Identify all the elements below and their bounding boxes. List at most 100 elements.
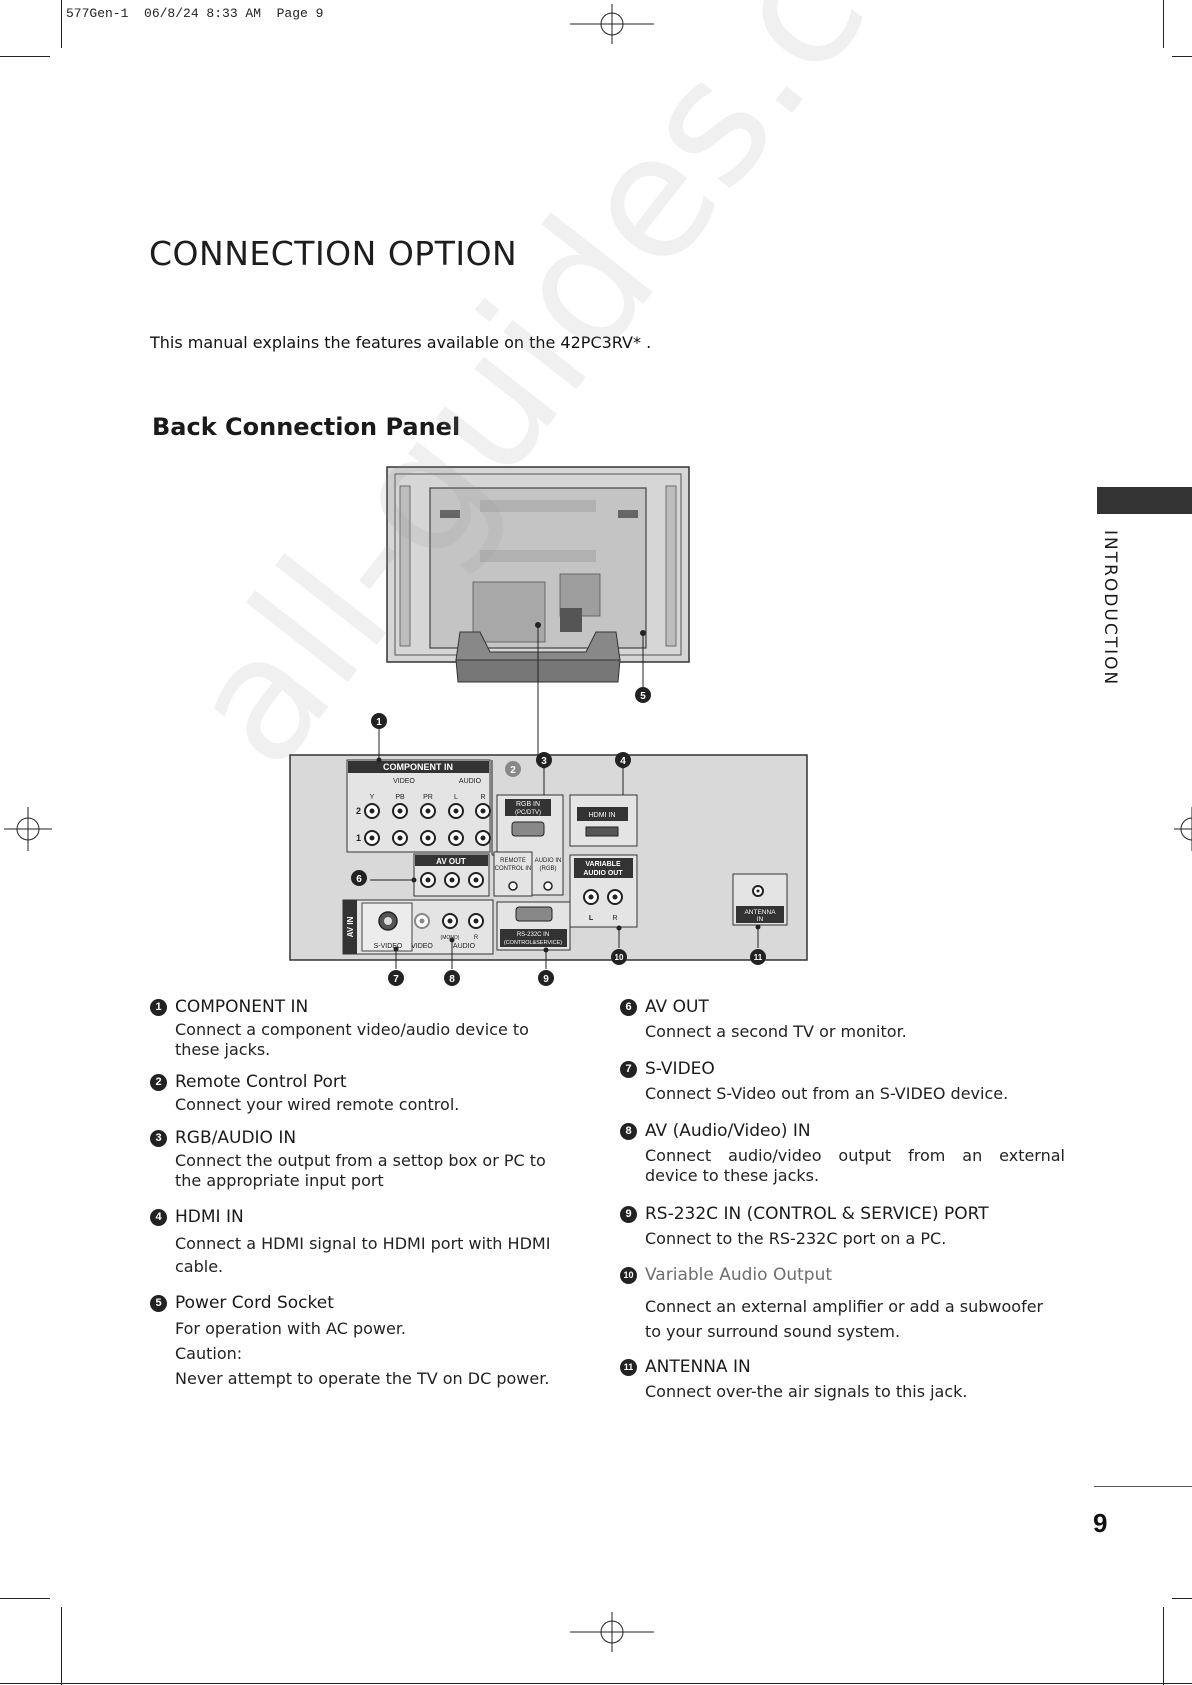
svg-text:9: 9 (543, 974, 549, 985)
item-number: 5 (150, 1295, 167, 1312)
callout-3: 3 (536, 752, 552, 768)
svg-text:3: 3 (541, 756, 547, 767)
audio-in-label: AUDIO IN (535, 858, 562, 864)
av-r-label: R (474, 935, 479, 941)
item-number: 7 (620, 1061, 637, 1078)
svg-text:11: 11 (754, 953, 763, 962)
page-rule (1094, 1486, 1192, 1487)
component-in-label: COMPONENT IN (383, 762, 453, 772)
registration-mark-right (1174, 807, 1192, 851)
var-l-label: L (589, 915, 594, 922)
crop-mark (0, 56, 50, 57)
item-remote-control-port: 2 Remote Control Port Connect your wired… (150, 1072, 595, 1115)
item-av-in: 8 AV (Audio/Video) IN Connect audio/vide… (620, 1121, 1065, 1186)
item-number: 6 (620, 999, 637, 1016)
mono-label: (MONO) (441, 935, 460, 941)
registration-mark-top (570, 4, 654, 44)
item-number: 9 (620, 1206, 637, 1223)
crop-mark (1163, 1607, 1164, 1685)
svg-text:5: 5 (640, 691, 646, 702)
item-title: Remote Control Port (175, 1072, 347, 1092)
svg-text:2: 2 (510, 765, 516, 776)
audio-label: AUDIO (459, 778, 482, 785)
callout-6: 6 (351, 870, 367, 886)
r-label: R (480, 794, 485, 801)
item-title: RGB/AUDIO IN (175, 1128, 297, 1148)
item-rgb-audio-in: 3 RGB/AUDIO IN Connect the output from a… (150, 1128, 595, 1191)
item-hdmi-in: 4 HDMI IN Connect a HDMI signal to HDMI … (150, 1207, 595, 1278)
item-text: Connect a component video/audio device t… (175, 1020, 529, 1039)
row-1-label: 1 (356, 833, 361, 843)
variable-audio-out-label: VARIABLE (585, 861, 621, 868)
item-number: 3 (150, 1130, 167, 1147)
item-title: S-VIDEO (645, 1059, 715, 1079)
item-number: 4 (150, 1209, 167, 1226)
svg-text:1: 1 (376, 717, 382, 728)
crop-mark (1172, 56, 1192, 57)
rgb-in-label: RGB IN (516, 801, 540, 808)
bottom-edge-line (0, 1683, 1192, 1684)
svg-text:7: 7 (393, 974, 399, 985)
item-title: AV (Audio/Video) IN (645, 1121, 811, 1141)
page-title: CONNECTION OPTION (149, 234, 518, 273)
item-s-video: 7 S-VIDEO Connect S-Video out from an S-… (620, 1059, 1065, 1104)
item-text: to your surround sound system. (645, 1322, 901, 1341)
item-text: Connect audio/video output from an exter… (645, 1146, 1065, 1165)
item-text: Connect to the RS-232C port on a PC. (645, 1229, 947, 1248)
item-text: the appropriate input port (175, 1171, 384, 1190)
connection-panel: COMPONENT IN VIDEO AUDIO Y PB PR L R 2 1… (289, 754, 808, 961)
item-text: Connect S-Video out from an S-VIDEO devi… (645, 1084, 1009, 1103)
item-text: Connect the output from a settop box or … (175, 1151, 546, 1170)
item-text: For operation with AC power. (175, 1319, 407, 1338)
crop-mark (0, 1598, 50, 1599)
item-antenna-in: 11 ANTENNA IN Connect over-the air signa… (620, 1357, 1065, 1402)
item-text: Connect a HDMI signal to HDMI port with … (175, 1234, 551, 1253)
registration-mark-left (4, 807, 52, 851)
pb-label: PB (395, 794, 405, 801)
crop-mark (1172, 1598, 1192, 1599)
svg-text:4: 4 (620, 756, 626, 767)
remote-control-in-label: REMOTE (500, 858, 526, 864)
video-label: VIDEO (393, 778, 415, 785)
remote-control-in-label-2: CONTROL IN (495, 866, 532, 872)
item-title: AV OUT (645, 997, 709, 1017)
svg-text:8: 8 (449, 974, 455, 985)
item-text: Never attempt to operate the TV on DC po… (175, 1369, 550, 1388)
item-title: ANTENNA IN (645, 1357, 751, 1377)
item-number: 11 (620, 1359, 637, 1376)
tv-back-illustration (386, 466, 690, 758)
av-out-label: AV OUT (436, 857, 466, 866)
registration-mark-bottom (570, 1612, 654, 1652)
av-audio-label: AUDIO (453, 943, 476, 950)
callout-7: 7 (388, 970, 404, 986)
print-header: 577Gen-1 06/8/24 8:33 AM Page 9 (66, 6, 324, 21)
item-rs232c: 9 RS-232C IN (CONTROL & SERVICE) PORT Co… (620, 1204, 1065, 1249)
callout-8: 8 (444, 970, 460, 986)
item-text: Connect an external amplifier or add a s… (645, 1297, 1044, 1316)
crop-mark (61, 1607, 62, 1685)
callout-5: 5 (635, 687, 651, 703)
crop-mark (1163, 0, 1164, 48)
item-text: Connect your wired remote control. (175, 1095, 460, 1114)
item-number: 1 (150, 999, 167, 1016)
rgb-in-sub-label: (PC/DTV) (515, 810, 541, 816)
l-label: L (454, 794, 458, 801)
item-text: these jacks. (175, 1040, 271, 1059)
callout-lines (378, 728, 759, 969)
section-title: Back Connection Panel (152, 413, 461, 441)
item-text: Connect over-the air signals to this jac… (645, 1382, 968, 1401)
crop-mark (61, 0, 62, 48)
item-title: Variable Audio Output (645, 1265, 833, 1285)
callout-1: 1 (371, 713, 387, 729)
item-number: 2 (150, 1074, 167, 1091)
item-text: Connect a second TV or monitor. (645, 1022, 907, 1041)
rs232c-label: RS-232C IN (517, 932, 549, 938)
callout-9: 9 (538, 970, 554, 986)
side-tab (1097, 487, 1192, 514)
rs232c-sub-label: (CONTROL&SERVICE) (504, 940, 562, 946)
page-number: 9 (1093, 1508, 1108, 1538)
hdmi-in-label: HDMI IN (589, 812, 616, 819)
y-label: Y (370, 794, 375, 801)
item-number: 8 (620, 1123, 637, 1140)
intro-text: This manual explains the features availa… (150, 333, 652, 352)
